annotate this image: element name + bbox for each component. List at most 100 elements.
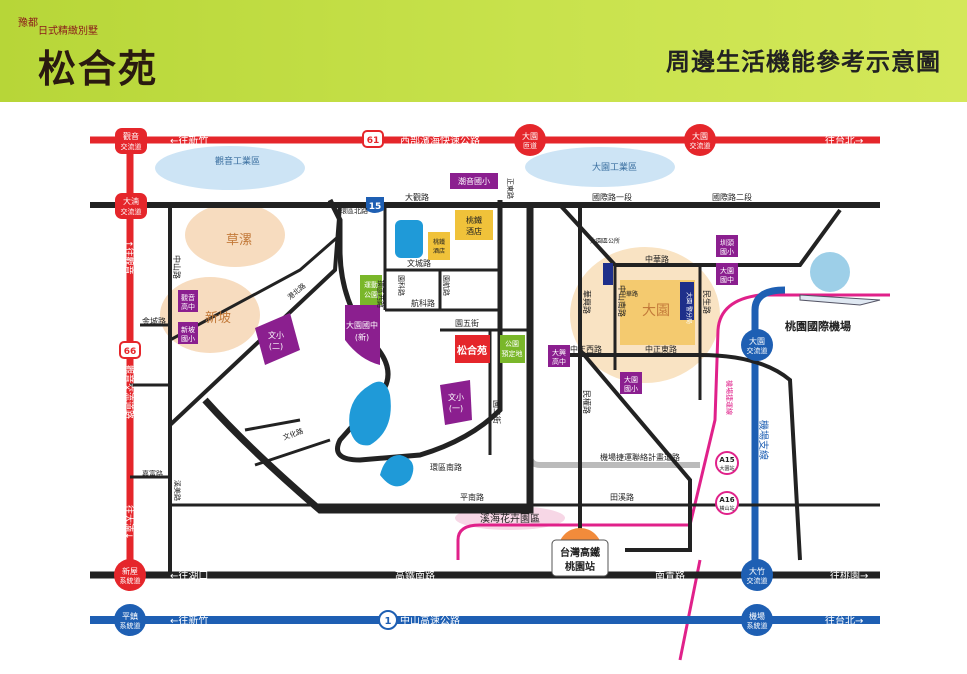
label-west-coast: 西部濱海快速公路 bbox=[400, 134, 480, 147]
badge-guanyin-ic[interactable]: 觀音 交流道 bbox=[115, 128, 147, 154]
label-park-site-2: 預定地 bbox=[502, 349, 523, 358]
label-wenxiao1-1: 文小 bbox=[448, 392, 464, 402]
label-dayuan-police-1: 大園 bbox=[685, 292, 693, 304]
lake-2 bbox=[380, 455, 414, 487]
label-yuanwu: 園五街 bbox=[455, 318, 479, 328]
label-zhonghua-mark: 中華路 bbox=[620, 290, 638, 298]
svg-text:大竹: 大竹 bbox=[749, 566, 765, 576]
badge-dayuan-ramp[interactable]: 大園 匝道 bbox=[514, 124, 546, 156]
label-guoji-1: 國際路一段 bbox=[592, 192, 632, 202]
label-hotel-2: 酒店 bbox=[466, 226, 482, 236]
svg-text:大園: 大園 bbox=[522, 131, 538, 141]
label-xinpo-elem-1: 新坡 bbox=[181, 325, 195, 334]
badge-dahu-ic[interactable]: 大湳 交流道 bbox=[115, 193, 147, 219]
area-blob-guanyin bbox=[155, 146, 305, 190]
svg-text:匝道: 匝道 bbox=[523, 141, 537, 150]
label-zhonghua: 中華路 bbox=[645, 254, 669, 264]
label-yuanhang: 園航路 bbox=[442, 275, 451, 296]
label-xixi-elem-1: 圳頭 bbox=[720, 238, 734, 247]
block-chaoyin bbox=[450, 173, 498, 189]
header-banner: 豫都 日式精緻別墅 松合苑 周邊生活機能參考示意圖 bbox=[0, 0, 967, 102]
station-a16[interactable]: A16 橫山站 bbox=[715, 491, 739, 515]
label-yuanke: 園科路 bbox=[397, 275, 406, 296]
badge-pingzhen-ic[interactable]: 平鎮 系統道 bbox=[114, 604, 146, 636]
lake-1 bbox=[349, 381, 391, 446]
label-huanqu-s: 環區南路 bbox=[430, 462, 462, 472]
label-guanyin-high-1: 觀音 bbox=[181, 293, 195, 302]
badge-dayuan-ic-right[interactable]: 大園 交流道 bbox=[741, 329, 773, 361]
label-hsr-line1: 台灣高鐵 bbox=[560, 546, 600, 559]
label-guanyin-industrial: 觀音工業區 bbox=[215, 155, 260, 167]
svg-text:機場: 機場 bbox=[749, 611, 765, 621]
svg-text:系統道: 系統道 bbox=[120, 621, 141, 630]
label-yuanqu-west: 環區西路 bbox=[376, 280, 385, 308]
area-blob-caotan bbox=[185, 203, 285, 267]
road-huanbei bbox=[244, 418, 301, 432]
block-park-site bbox=[500, 335, 525, 363]
label-to-taibei-bottom: 往台北→ bbox=[825, 614, 863, 627]
label-wenhua: 文化路 bbox=[282, 426, 305, 442]
label-hotel2-1: 桃鐵 bbox=[433, 238, 445, 246]
badge-airport-ic[interactable]: 機場 系統道 bbox=[741, 604, 773, 636]
block-sports-park bbox=[360, 275, 382, 305]
block-dayuan-high bbox=[345, 305, 380, 365]
svg-text:交流道: 交流道 bbox=[121, 207, 142, 216]
label-dayuan-industrial: 大園工業區 bbox=[592, 161, 637, 173]
svg-text:觀音: 觀音 bbox=[123, 131, 139, 141]
block-office bbox=[603, 263, 613, 285]
svg-text:大湳: 大湳 bbox=[123, 196, 139, 206]
block-dayuan-middle bbox=[716, 263, 738, 285]
label-zhengdong: 正東路 bbox=[506, 178, 515, 199]
map-area: 觀音 交流道 大園 匝道 大園 交流道 大湳 交流道 大園 交流道 新屋 系統道… bbox=[0, 102, 967, 674]
label-dayuan-high-2: (新) bbox=[355, 332, 369, 342]
label-hangke: 航科路 bbox=[411, 298, 435, 308]
station-a15[interactable]: A15 大園站 bbox=[715, 451, 739, 475]
label-minquan: 民權路 bbox=[582, 390, 592, 414]
label-songhe: 松合苑 bbox=[457, 344, 487, 357]
area-map[interactable]: 觀音 交流道 大園 匝道 大園 交流道 大湳 交流道 大園 交流道 新屋 系統道… bbox=[0, 102, 967, 674]
label-huanbei: 環區北路 bbox=[340, 206, 368, 215]
rail-pink-east bbox=[590, 293, 890, 527]
label-xinpo-elem-2: 國小 bbox=[181, 334, 195, 343]
badge-dayuan-ic-top[interactable]: 大園 交流道 bbox=[684, 124, 716, 156]
label-wenxiao1-2: (一) bbox=[449, 404, 463, 413]
badge-dazhu-ic[interactable]: 大竹 交流道 bbox=[741, 559, 773, 591]
block-xinpo-elem bbox=[178, 322, 198, 344]
label-airport: 桃園國際機場 bbox=[785, 319, 851, 333]
block-hotel bbox=[455, 210, 493, 240]
label-dayuan-middle-1: 大園 bbox=[720, 266, 734, 275]
label-to-xinzhu-top: ←往新竹 bbox=[170, 134, 208, 147]
page-title: 周邊生活機能參考示意圖 bbox=[666, 48, 941, 76]
label-hotel-1: 桃鐵 bbox=[466, 215, 482, 225]
label-jiafu: 嘉富路 bbox=[142, 469, 163, 478]
label-to-taoyuan: 往桃園→ bbox=[830, 569, 868, 582]
label-zhongzheng-e: 中正東路 bbox=[645, 344, 677, 354]
label-park-site-1: 公園 bbox=[505, 340, 519, 348]
label-to-guanyin: ↑往觀音 bbox=[123, 240, 135, 275]
svg-text:交流道: 交流道 bbox=[747, 576, 768, 585]
lake-3 bbox=[395, 220, 423, 258]
road-diagonal-2 bbox=[169, 233, 341, 342]
label-dayuan-office: 大園區公所 bbox=[590, 237, 620, 245]
label-xinpo: 新坡 bbox=[205, 310, 231, 326]
badge-xinwu-ic[interactable]: 新屋 系統道 bbox=[114, 559, 146, 591]
hsr-station-badge[interactable] bbox=[551, 539, 609, 577]
svg-text:系統道: 系統道 bbox=[120, 576, 141, 585]
label-dayuan-elem-1: 大園 bbox=[624, 375, 638, 384]
label-zhongshan-freeway: 中山高速公路 bbox=[400, 614, 460, 627]
label-zhongshan-s: 中山南路 bbox=[617, 285, 627, 317]
label-to-hukou: ←往湖口 bbox=[170, 569, 208, 582]
label-jincheng: 金城路 bbox=[142, 316, 166, 326]
label-shuhui: 溪美路 bbox=[173, 480, 182, 501]
rail-pink-west bbox=[456, 523, 590, 560]
label-daxing-high-1: 大興 bbox=[552, 348, 566, 357]
label-gaotie-plan: 機場捷運聯絡計畫道路 bbox=[600, 452, 680, 462]
label-caotan: 草漯 bbox=[226, 233, 252, 248]
label-to-dahu: 往大湳↓ bbox=[123, 505, 135, 540]
label-to-xinzhu-bottom: ←往新竹 bbox=[170, 614, 208, 627]
svg-text:1: 1 bbox=[385, 616, 392, 627]
svg-text:66: 66 bbox=[124, 347, 137, 357]
block-guanyin-high bbox=[178, 290, 198, 312]
svg-text:交流道: 交流道 bbox=[121, 142, 142, 151]
svg-text:大園站: 大園站 bbox=[719, 465, 734, 472]
